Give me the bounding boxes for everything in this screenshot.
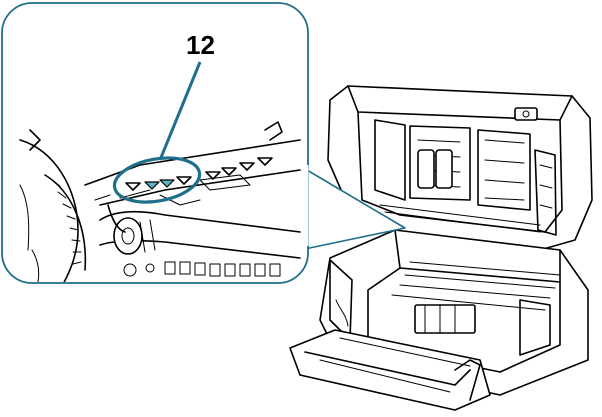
callout-label: 12	[186, 30, 215, 60]
zoomed-mechanism	[19, 121, 301, 282]
callout-leader-line	[158, 61, 202, 161]
magnifier-callout-bubble	[1, 2, 406, 284]
paper-guide-roller-icon	[125, 157, 273, 191]
highlight-ellipse	[112, 156, 202, 204]
scanner-illustration	[289, 85, 593, 411]
